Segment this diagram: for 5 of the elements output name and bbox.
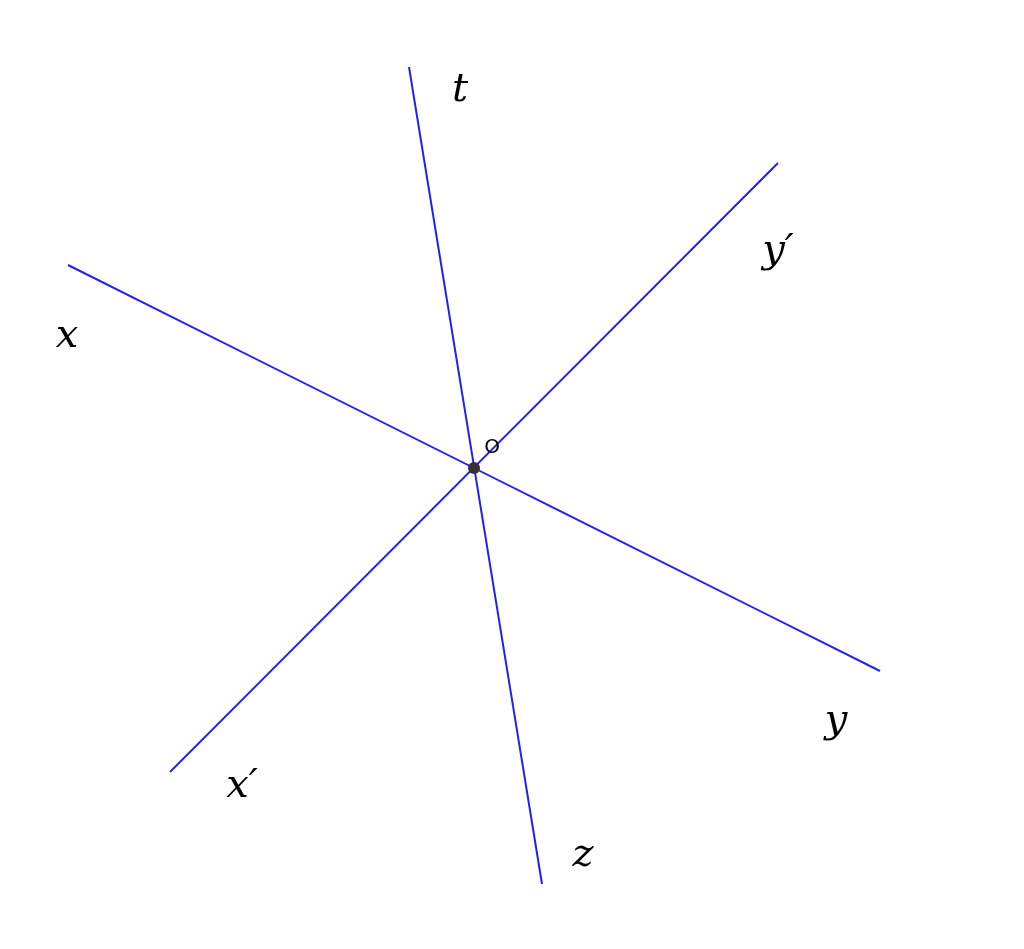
line-label: t: [451, 67, 469, 107]
line-label: z: [572, 832, 594, 872]
point-marker: [468, 462, 480, 474]
line-label: x: [55, 313, 79, 353]
line-label: x′: [226, 763, 258, 803]
